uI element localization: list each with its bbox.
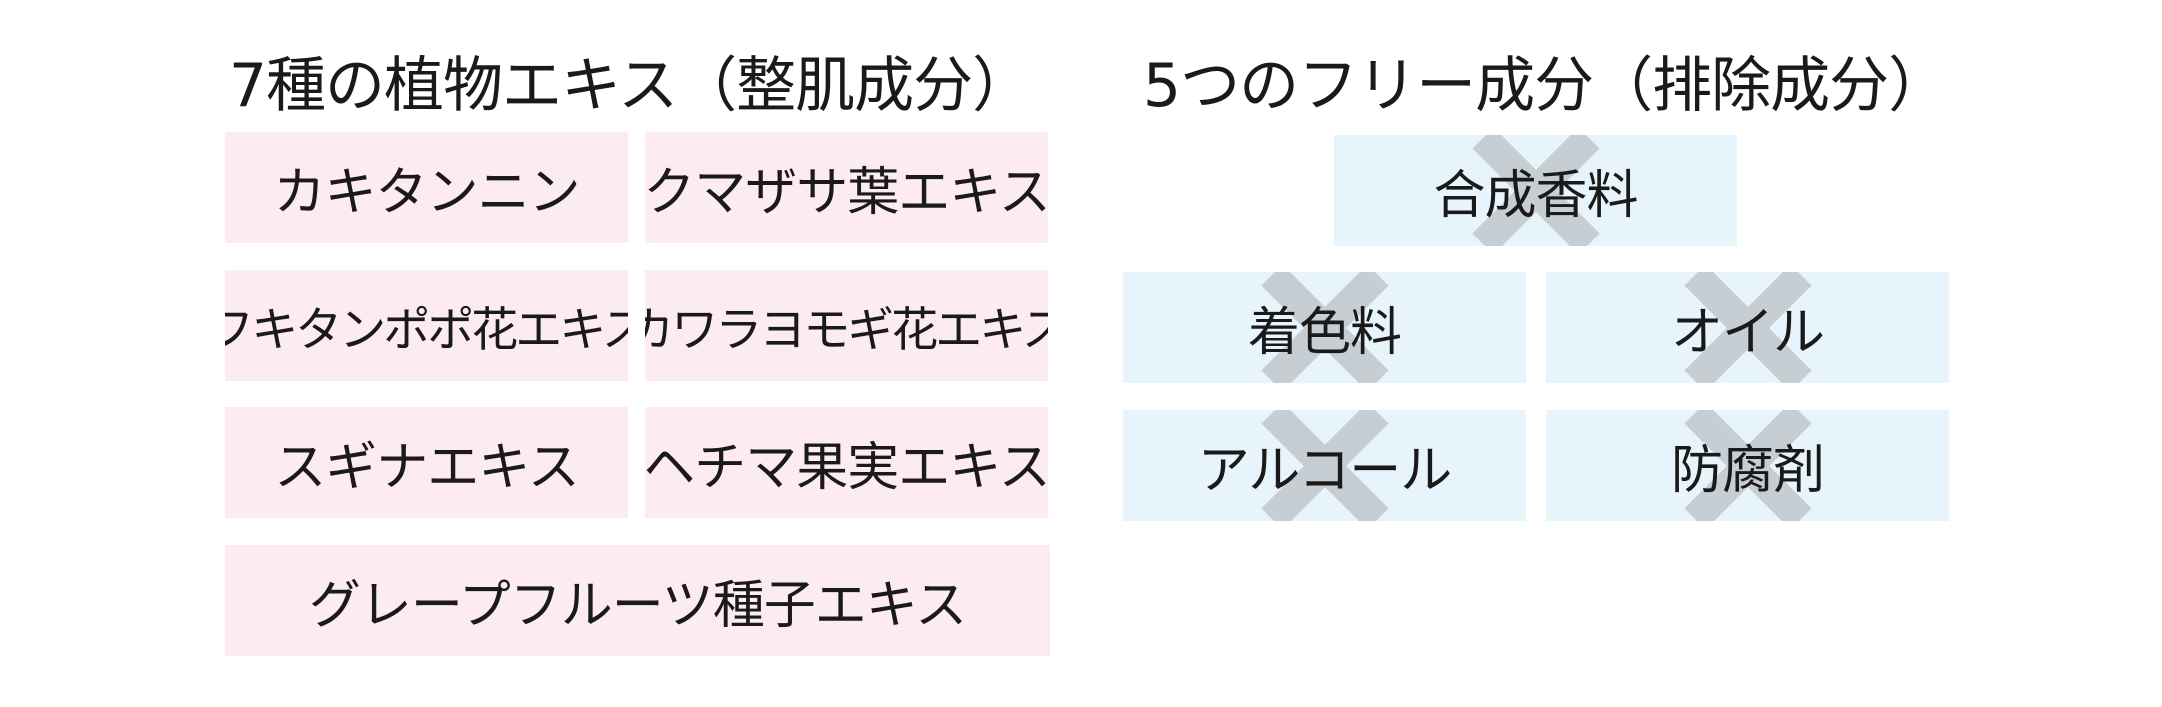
- plant-extract-label: カキタンニン: [273, 163, 580, 223]
- free-ingredient-label: 防腐剤: [1670, 441, 1825, 501]
- free-ingredient-item: オイル: [1546, 272, 1949, 383]
- plant-extract-label: フキタンポポ花エキス: [225, 303, 628, 358]
- free-ingredient-item: 着色料: [1123, 272, 1526, 383]
- free-ingredient-label: 着色料: [1247, 303, 1402, 363]
- free-ingredients-heading: 5つのフリー成分（排除成分）: [1142, 51, 1948, 121]
- free-ingredient-item: アルコール: [1123, 410, 1526, 521]
- plant-extract-item: ヘチマ果実エキス: [645, 407, 1048, 518]
- plant-extract-label: スギナエキス: [274, 438, 579, 498]
- plant-extract-label: グレープフルーツ種子エキス: [308, 576, 967, 636]
- plant-extract-item: カワラヨモギ花エキス: [645, 270, 1048, 381]
- plant-extract-label: カワラヨモギ花エキス: [645, 303, 1048, 358]
- plant-extracts-heading: 7種の植物エキス（整肌成分）: [228, 51, 1032, 121]
- plant-extract-item: スギナエキス: [225, 407, 628, 518]
- plant-extract-label: ヘチマ果実エキス: [645, 438, 1048, 498]
- free-ingredient-item: 防腐剤: [1546, 410, 1949, 521]
- plant-extract-item: フキタンポポ花エキス: [225, 270, 628, 381]
- plant-extract-item: カキタンニン: [225, 132, 628, 243]
- free-ingredient-label: アルコール: [1197, 441, 1452, 501]
- plant-extract-label: クマザサ葉エキス: [645, 163, 1048, 223]
- plant-extract-item: グレープフルーツ種子エキス: [225, 545, 1050, 656]
- plant-extract-item: クマザサ葉エキス: [645, 132, 1048, 243]
- free-ingredient-label: オイル: [1670, 303, 1825, 363]
- free-ingredient-label: 合成香料: [1433, 166, 1638, 226]
- free-ingredient-item: 合成香料: [1334, 135, 1737, 246]
